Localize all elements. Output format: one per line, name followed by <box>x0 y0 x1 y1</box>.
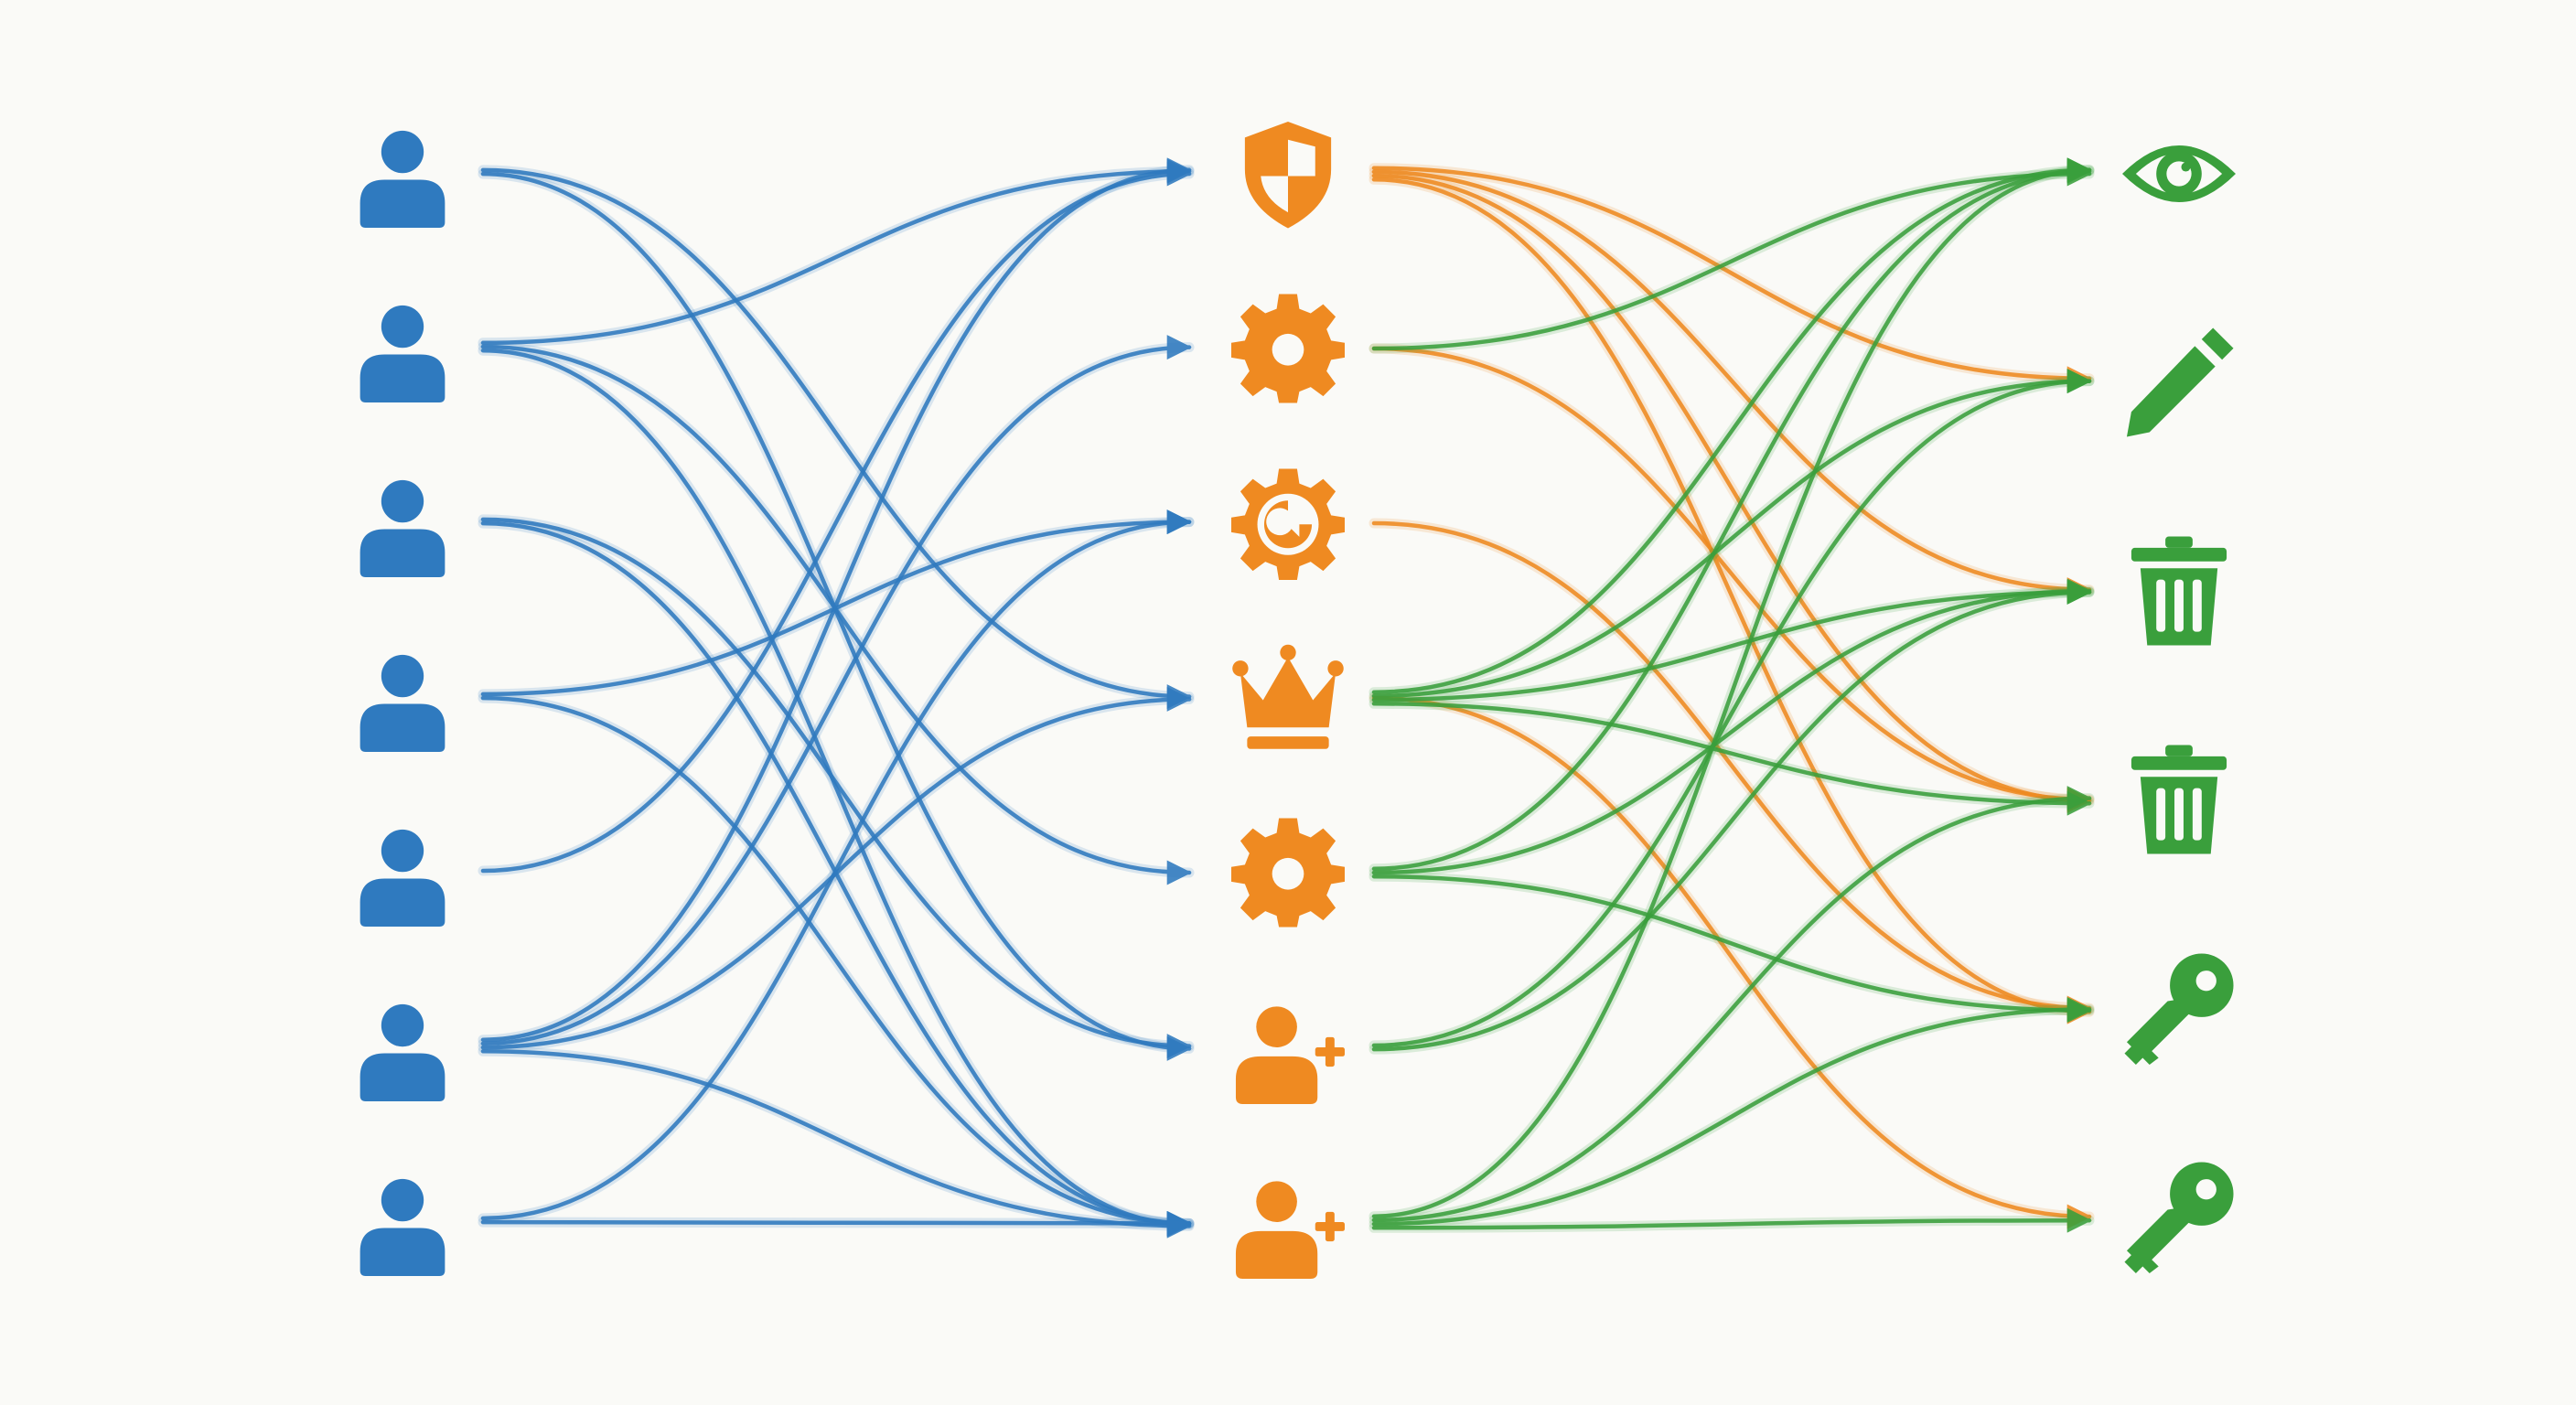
eye-icon <box>2122 145 2236 202</box>
edge-role-permission-grant-r5-p1 <box>1371 158 2092 872</box>
trash-icon <box>2131 536 2227 646</box>
edge-role-permission-grant-r6-p2 <box>1371 369 2092 1048</box>
edge-role-permission-grant-r7-p1 <box>1371 157 2092 1218</box>
edge-user-role-u7-r7 <box>480 1210 1192 1236</box>
user-icon <box>360 479 445 577</box>
pencil-icon <box>2126 327 2234 437</box>
edge-user-role-u3-r6 <box>480 517 1192 1059</box>
edge-role-permission-r1-p2 <box>1371 166 2092 391</box>
edge-layer <box>478 157 2095 1239</box>
node-layer <box>360 121 2236 1279</box>
edge-user-role-u5-r1 <box>480 161 1192 874</box>
edge-role-permission-grant-r5-p3 <box>1371 578 2092 875</box>
edge-role-permission-r1-p3 <box>1371 169 2092 603</box>
gear-icon <box>1231 818 1345 928</box>
edge-role-permission-grant-r4-p4 <box>1371 702 2092 816</box>
user-add-icon <box>1235 1006 1345 1104</box>
edge-user-role-u1-r4 <box>480 167 1192 710</box>
crown-icon <box>1232 644 1344 749</box>
user-icon <box>360 654 445 752</box>
shield-icon <box>1244 121 1332 229</box>
edge-user-role-u2-r1 <box>480 158 1192 346</box>
trash-icon <box>2131 745 2227 854</box>
user-icon <box>360 130 445 228</box>
edge-role-permission-r1-p4 <box>1371 173 2092 813</box>
user-icon <box>360 1178 445 1276</box>
gear-icon <box>1231 294 1345 403</box>
user-add-icon <box>1235 1181 1345 1279</box>
edge-role-permission-grant-r4-p3 <box>1371 579 2092 702</box>
edge-role-permission-r1-p5 <box>1371 177 2092 1024</box>
edge-user-role-u2-r7 <box>480 348 1192 1238</box>
wrench-gear-icon <box>1231 468 1345 580</box>
edge-role-permission-grant-r5-p5 <box>1371 874 2092 1024</box>
edge-role-permission-grant-r7-p6 <box>1371 1207 2092 1233</box>
edge-user-role-u6-r1 <box>480 157 1192 1042</box>
edge-role-permission-r2-p4 <box>1371 346 2092 812</box>
key-icon <box>2124 1162 2234 1273</box>
edge-user-role-u6-r7 <box>480 1049 1192 1239</box>
edge-role-permission-grant-r4-p1 <box>1371 157 2092 694</box>
edge-user-role-u6-r2 <box>480 335 1192 1046</box>
edge-role-permission-grant-r7-p4 <box>1371 786 2092 1223</box>
user-icon <box>360 829 445 927</box>
edge-role-permission-grant-r2-p1 <box>1371 161 2092 351</box>
edge-user-role-u4-r7 <box>480 695 1192 1236</box>
user-icon <box>360 1003 445 1101</box>
edge-role-permission-grant-r7-p5 <box>1371 996 2092 1227</box>
edge-role-permission-r3-p5 <box>1371 520 2092 1021</box>
edge-user-role-u7-r3 <box>480 509 1192 1221</box>
user-icon <box>360 305 445 402</box>
edge-role-permission-grant-r6-p3 <box>1371 579 2092 1052</box>
edge-role-permission-r4-p6 <box>1371 695 2092 1229</box>
key-icon <box>2124 953 2234 1065</box>
edge-role-permission-grant-r4-p2 <box>1371 369 2092 699</box>
